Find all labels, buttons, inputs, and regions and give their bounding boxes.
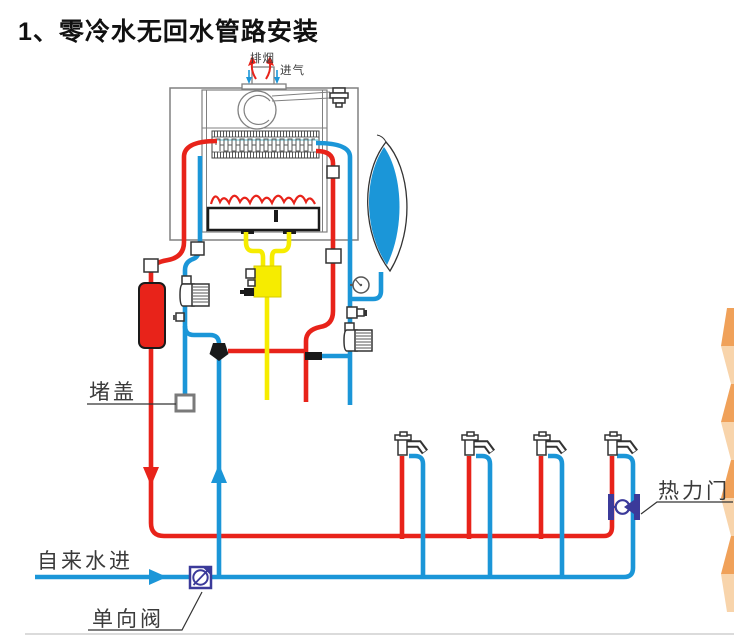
pressure-gauge-icon [350,276,370,294]
page-title: 1、零冷水无回水管路安装 [18,18,319,46]
exhaust-arrows-icon [248,56,274,80]
ribbon-decoration [721,308,734,612]
label-intake: 进气 [280,63,305,77]
label-tap-water-inlet: 自来水进 [37,550,133,573]
intake-arrows-icon [246,70,280,84]
check-valve-leader [88,591,203,631]
label-exhaust: 排烟 [250,51,275,65]
bypass-fitting [305,352,322,360]
label-check-valve: 单向阀 [92,608,164,631]
gas-valve [240,265,282,298]
cold-water-pipes [35,140,636,580]
faucet-icon [394,431,428,456]
flow-arrow-up-icon [211,464,227,483]
expansion-tank-icon [367,134,408,273]
pipe-fittings [143,165,367,322]
hot-water-pipes [148,138,615,539]
label-thermal-valve: 热力门 [658,480,730,503]
expansion-vessel [138,282,166,349]
flame-icon [209,194,316,206]
pentagon-valve-icon [209,343,229,361]
check-valve-icon [188,565,213,590]
label-plug-cap: 堵盖 [89,381,137,404]
fan-assembly [237,90,331,130]
burner [206,194,321,234]
heat-exchanger [211,130,320,159]
faucet-icon [533,431,567,456]
flow-arrow-down-icon [143,467,159,486]
faucet-icon [604,431,638,456]
inlet-arrow-icon [149,569,167,585]
gas-pipes [243,232,292,400]
right-pump-icon [343,322,373,352]
left-pump-icon [179,275,210,307]
thermal-valve-leader [640,501,733,515]
thermal-valve-icon [608,494,640,520]
top-right-fitting-icon [329,87,349,108]
plug-cap-icon [174,393,196,413]
faucet-icon [461,431,495,456]
